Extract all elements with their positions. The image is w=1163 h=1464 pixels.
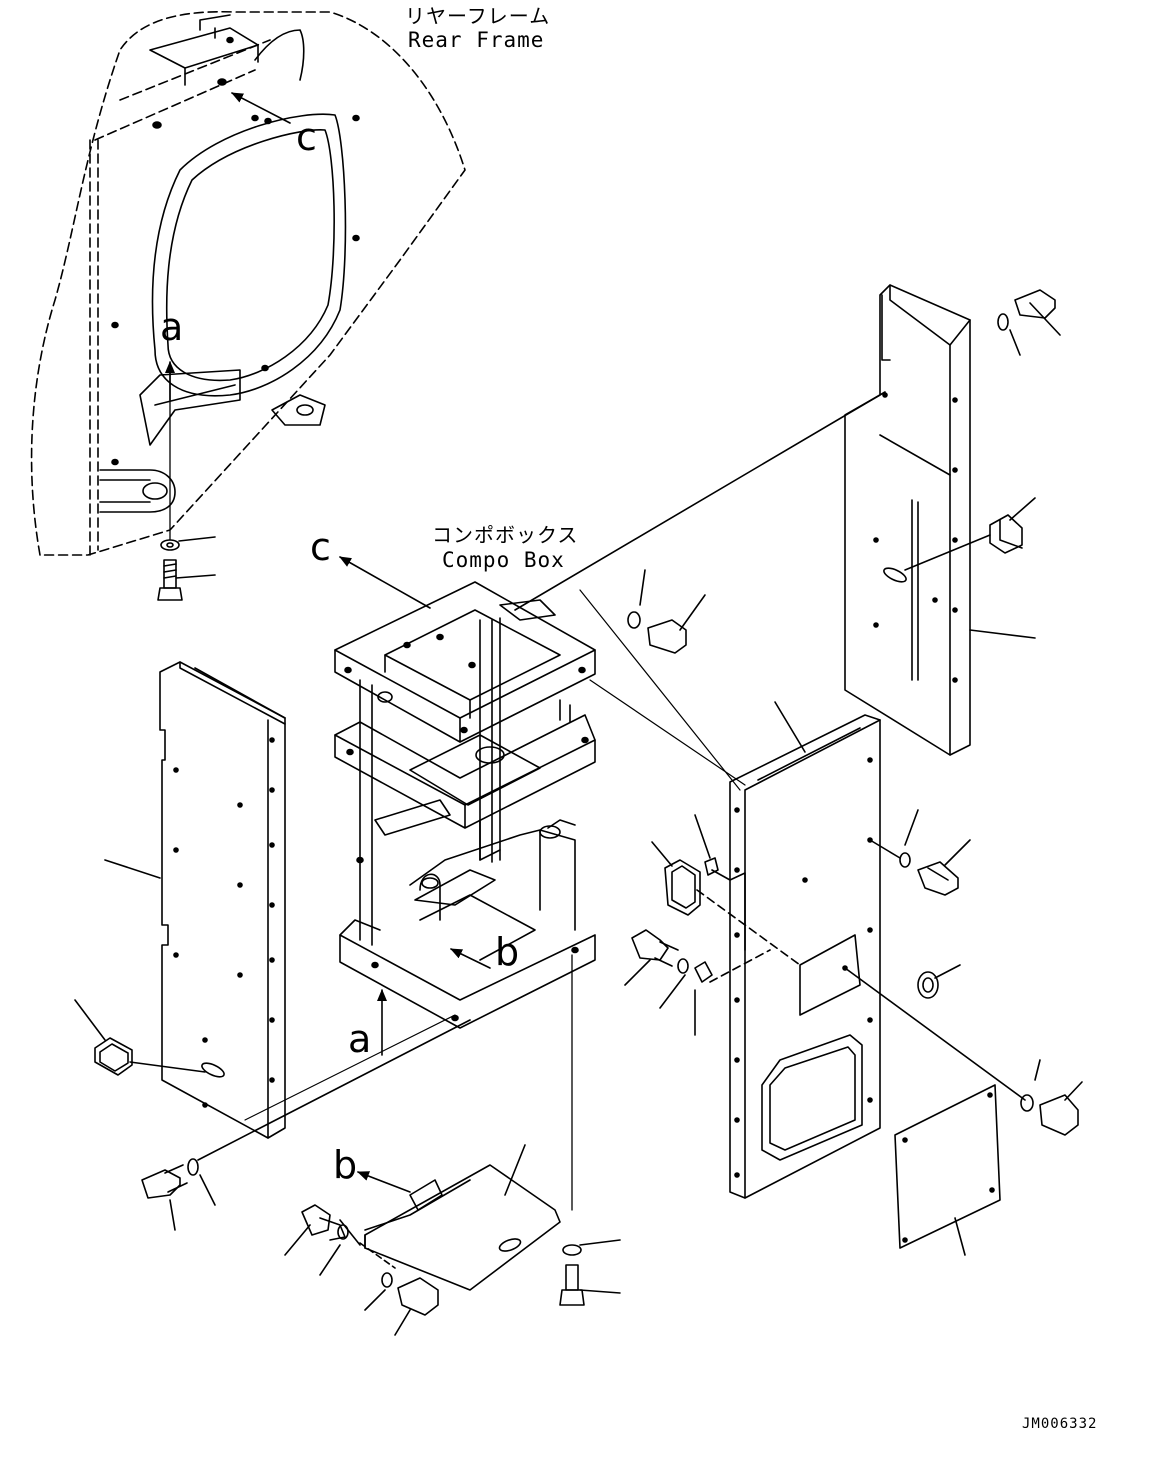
arrow-c-rear-frame [231, 92, 291, 124]
view-mark-b-compo-box: b [495, 930, 520, 974]
drawing-code: JM006332 [1022, 1416, 1098, 1432]
view-mark-b-cover: b [333, 1143, 358, 1187]
right-front-panel [624, 701, 1026, 1199]
compo-box-label-jp: コンポボックス [432, 523, 579, 547]
compo-box-frame [334, 581, 596, 1029]
upper-right-panel [514, 284, 1061, 756]
left-side-panel [74, 661, 471, 1231]
view-mark-a-rear-frame: a [160, 305, 184, 349]
rear-frame [30, 10, 466, 601]
arrow-b-compo-box [450, 948, 491, 969]
rear-frame-label-en: Rear Frame [408, 28, 545, 52]
arrow-c-compo-box [339, 556, 431, 609]
cover-plate [894, 1059, 1083, 1256]
arrow-b-cover [357, 1171, 411, 1193]
bottom-cover [284, 954, 621, 1336]
view-mark-c-compo-box: c [310, 525, 331, 569]
view-mark-c-rear-frame: c [296, 115, 317, 159]
compo-box-label-en: Compo Box [442, 548, 565, 572]
rear-frame-label-jp: リヤーフレーム [405, 4, 551, 28]
view-mark-a-compo-box: a [348, 1017, 372, 1061]
